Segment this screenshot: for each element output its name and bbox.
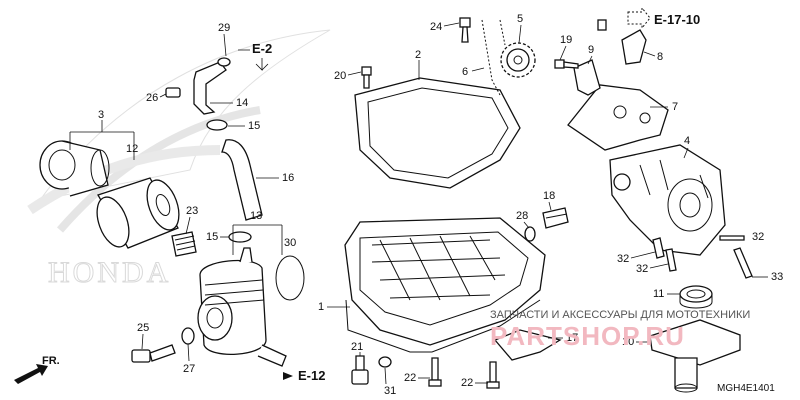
callout-7: 7	[672, 101, 678, 113]
oil-pan-gasket	[354, 77, 521, 189]
callout-33: 33	[771, 271, 783, 283]
shop-watermark: ЗАПЧАСТИ И АКСЕССУАРЫ ДЛЯ МОТОТЕХНИКИ PA…	[490, 309, 750, 351]
callout-15a: 15	[248, 120, 260, 132]
breather-hose	[165, 57, 231, 131]
callout-9: 9	[588, 44, 594, 56]
callout-3: 3	[98, 109, 104, 121]
callout-29: 29	[218, 22, 230, 34]
callout-15b: 15	[206, 231, 218, 243]
callout-2: 2	[415, 49, 421, 61]
callouts: 3 12 26 29 14 15 16 23 15 13 30 25 27 2 …	[98, 13, 783, 397]
shop-logo-text: PARTSHOP.RU	[490, 321, 685, 351]
callout-10: 10	[622, 336, 634, 348]
reference-markers: E-2 E-12 E-17-10	[238, 6, 700, 383]
gasket-bolt	[361, 66, 372, 89]
oil-pump-sprocket	[500, 42, 536, 78]
mounting-bracket	[597, 19, 647, 65]
pump-bolts	[652, 235, 753, 279]
callout-32b: 32	[617, 253, 629, 265]
callout-20: 20	[334, 70, 346, 82]
shop-watermark-text: ЗАПЧАСТИ И АКСЕССУАРЫ ДЛЯ МОТОТЕХНИКИ	[490, 309, 750, 321]
callout-18: 18	[543, 190, 555, 202]
callout-6: 6	[462, 66, 468, 78]
callout-17: 17	[566, 332, 578, 344]
pan-drain-bolt	[351, 355, 369, 385]
hose-clamp	[228, 231, 252, 243]
strainer-seal	[679, 285, 713, 309]
callout-16: 16	[282, 172, 294, 184]
pan-bolts	[428, 357, 500, 389]
callout-30: 30	[284, 237, 296, 249]
guide-bolt	[554, 59, 579, 69]
oil-pump	[609, 144, 726, 256]
callout-26: 26	[146, 92, 158, 104]
oil-filter-cover	[39, 140, 110, 197]
sealing-washer	[181, 327, 195, 345]
callout-25: 25	[137, 322, 149, 334]
diagram-code: MGH4E1401	[717, 383, 775, 394]
honda-logo-text: HONDA	[48, 256, 171, 289]
callout-28: 28	[516, 210, 528, 222]
callout-24: 24	[430, 21, 442, 33]
oil-pan	[344, 217, 546, 353]
front-direction-label: FR.	[42, 355, 60, 367]
oil-pressure-switch	[542, 207, 569, 229]
ref-e2: E-2	[252, 41, 272, 56]
baffle-plate	[493, 329, 562, 361]
front-direction-arrow: FR.	[14, 355, 60, 384]
callout-13: 13	[250, 210, 262, 222]
drive-chain	[481, 19, 506, 96]
oil-filter	[96, 177, 180, 249]
callout-31: 31	[384, 385, 396, 397]
coolant-hose	[221, 139, 263, 221]
oil-pipe-joint	[171, 231, 197, 257]
callout-21: 21	[351, 341, 363, 353]
callout-32a: 32	[752, 231, 764, 243]
oil-strainer	[649, 319, 741, 393]
ref-e17-10: E-17-10	[654, 12, 700, 27]
ref-e12: E-12	[298, 368, 325, 383]
callout-23: 23	[186, 205, 198, 217]
callout-12: 12	[126, 143, 138, 155]
callout-1: 1	[318, 301, 324, 313]
drain-bolt	[131, 344, 176, 363]
o-ring	[275, 255, 305, 301]
callout-11: 11	[653, 288, 664, 300]
sprocket-bolt	[459, 17, 471, 43]
switch-washer	[524, 226, 536, 242]
callout-19: 19	[560, 34, 572, 46]
callout-5: 5	[517, 13, 523, 25]
callout-8: 8	[657, 51, 663, 63]
callout-27: 27	[183, 363, 195, 375]
callout-22a: 22	[404, 372, 416, 384]
drain-washer	[378, 356, 392, 368]
callout-4: 4	[684, 135, 690, 147]
honda-wing-watermark: HONDA	[27, 29, 331, 290]
callout-14: 14	[236, 97, 248, 109]
oil-cooler	[197, 247, 287, 367]
pump-gasket	[567, 84, 669, 151]
callout-22b: 22	[461, 377, 473, 389]
callout-32c: 32	[636, 263, 648, 275]
